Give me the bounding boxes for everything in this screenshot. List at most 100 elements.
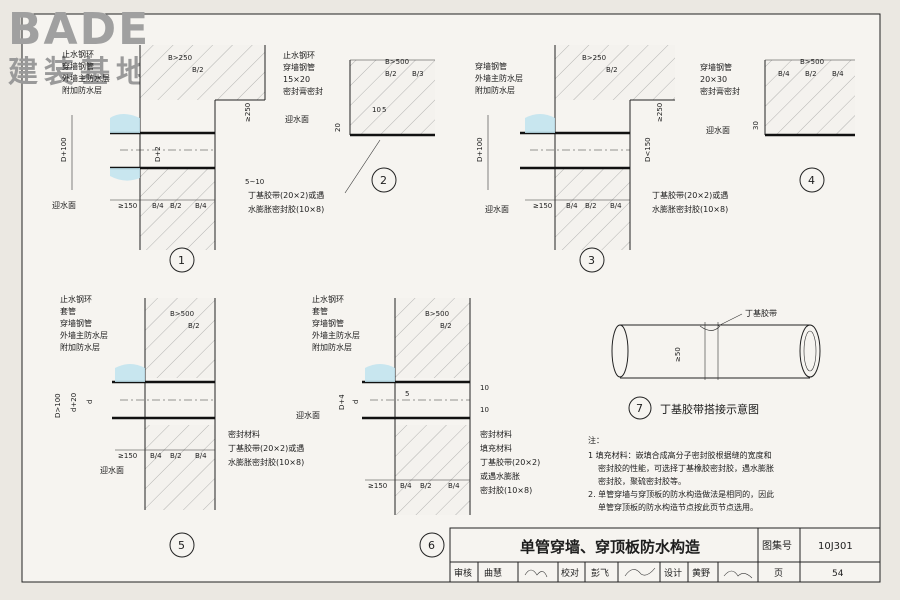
dim-6-ge150: ≥150: [368, 482, 387, 490]
detail-num-7: 7: [636, 402, 643, 415]
dim-2-b500: B>500: [385, 58, 409, 66]
detail-5: 止水钢环 套管 穿墙钢管 外墙主防水层 附加防水层 迎水面 B>500 B/2 …: [54, 294, 304, 558]
atlas-number: 10J301: [818, 541, 853, 552]
label-5-mifeng: 密封材料: [228, 429, 260, 439]
label-2-dingji1: 丁基胶带(20×2)或遇: [248, 190, 324, 200]
detail-4: 穿墙钢管 20×30 密封膏密封 迎水面 B>500 B/4 B/2 B/4 3…: [700, 58, 855, 193]
label-6-gang: 穿墙钢管: [312, 318, 344, 328]
label-7-dingji: 丁基胶带: [745, 308, 777, 318]
label-4-mifeng: 密封膏密封: [700, 86, 740, 96]
dim-6-b4a: B/4: [400, 482, 412, 490]
design-label: 设计: [664, 567, 682, 579]
dim-4-b4b: B/4: [832, 70, 844, 78]
dim-5-b2: B/2: [188, 322, 200, 330]
dim-1-b4a: B/4: [152, 202, 164, 210]
signature-design: [723, 570, 753, 579]
dim-1-ge150: ≥150: [118, 202, 137, 210]
dim-2-v20: 20: [334, 123, 342, 132]
label-3-gang: 穿墙钢管: [475, 61, 507, 71]
title-block: 单管穿墙、穿顶板防水构造 图集号 10J301 审核 曲慧 校对 彭飞 设计 黄…: [449, 527, 881, 583]
detail-num-5: 5: [178, 539, 185, 552]
dim-3-ge250: ≥250: [656, 103, 664, 122]
label-5-yingshui: 迎水面: [100, 465, 124, 475]
dim-5-d20: d+20: [70, 393, 78, 412]
label-6-taoguan: 套管: [312, 306, 328, 316]
notes-2a: 2. 单管穿墙与穿顶板的防水构造做法是相同的，因此: [588, 489, 774, 499]
label-2-yingshui: 迎水面: [285, 114, 309, 124]
detail-num-1: 1: [178, 254, 185, 267]
dim-6-v10b: 10: [480, 406, 489, 414]
notes-2b: 单管穿顶板的防水构造节点按此页节点选用。: [598, 502, 758, 512]
dim-1-b250: B>250: [168, 54, 192, 62]
dim-5-ge150: ≥150: [118, 452, 137, 460]
label-5-dingji2: 水膨胀密封胶(10×8): [228, 457, 304, 467]
logo-brand: BADE: [8, 4, 150, 55]
detail-2: 止水钢环 穿墙钢管 15×20 密封膏密封 迎水面 B>500 B/2 B/3 …: [248, 50, 435, 214]
detail-7: ≥50 丁基胶带 7 丁基胶带搭接示意图: [611, 308, 821, 420]
label-6-dingji-c: 密封胶(10×8): [480, 485, 532, 495]
label-3-dingji1: 丁基胶带(20×2)或遇: [652, 190, 728, 200]
dim-2-b3: B/3: [412, 70, 424, 78]
brand-logo: BADE 建装基地: [8, 4, 150, 90]
dim-3-b250: B>250: [582, 54, 606, 62]
dim-4-b4a: B/4: [778, 70, 790, 78]
dim-6-b4b: B/4: [448, 482, 460, 490]
dim-5-b4a: B/4: [150, 452, 162, 460]
page-label: 页: [774, 568, 783, 579]
label-5-dingji1: 丁基胶带(20×2)或遇: [228, 443, 304, 453]
label-5-gang: 穿墙钢管: [60, 318, 92, 328]
dim-3-d100: D+100: [476, 137, 484, 162]
label-6-mifeng: 密封材料: [480, 429, 512, 439]
dim-4-b2: B/2: [805, 70, 817, 78]
detail-num-4: 4: [808, 174, 815, 187]
notes-heading: 注：: [588, 435, 604, 445]
label-2-mifeng: 密封膏密封: [283, 86, 323, 96]
dim-1-b2b: B/2: [170, 202, 182, 210]
design-name: 黄野: [692, 567, 710, 579]
dim-1-d100: D+100: [60, 137, 68, 162]
notes-1b: 密封胶的性能，可选择丁基橡胶密封胶，遇水膨胀: [598, 463, 774, 473]
sheet-title: 单管穿墙、穿顶板防水构造: [520, 538, 700, 556]
label-6-dingji-a: 丁基胶带(20×2): [480, 457, 540, 467]
dim-3-b4b: B/4: [610, 202, 622, 210]
label-1-fujia: 附加防水层: [62, 85, 102, 95]
label-4-gang: 穿墙钢管: [700, 62, 732, 72]
label-1-zhishui: 止水钢环: [62, 49, 94, 59]
dim-5-d100: D>100: [54, 393, 62, 418]
label-5-waiqiang: 外墙主防水层: [60, 330, 108, 340]
dim-1-v5-10: 5~10: [245, 178, 264, 186]
page-number: 54: [832, 569, 844, 579]
label-6-tianchong: 填充材料: [480, 443, 512, 453]
dim-1-ge250: ≥250: [244, 103, 252, 122]
dim-2-v5: 5: [382, 106, 386, 114]
label-4-size: 20×30: [700, 75, 727, 84]
detail-6: 止水钢环 套管 穿墙钢管 外墙主防水层 附加防水层 迎水面 B>500 B/2 …: [296, 294, 540, 558]
label-2-gang: 穿墙钢管: [283, 62, 315, 72]
dim-4-b500: B>500: [800, 58, 824, 66]
label-6-dingji-b: 或遇水膨胀: [480, 471, 520, 481]
dim-5-b500: B>500: [170, 310, 194, 318]
label-3-waiqiang: 外墙主防水层: [475, 73, 523, 83]
dim-6-d: d: [352, 400, 360, 404]
label-2-size: 15×20: [283, 75, 310, 84]
label-6-yingshui: 迎水面: [296, 410, 320, 420]
review-name: 曲慧: [484, 567, 502, 579]
dim-6-d4: D+4: [338, 394, 346, 410]
dim-2-b2: B/2: [385, 70, 397, 78]
label-5-zhishui: 止水钢环: [60, 294, 92, 304]
dim-3-b4a: B/4: [566, 202, 578, 210]
dim-6-b2b: B/2: [420, 482, 432, 490]
review-label: 审核: [454, 567, 472, 579]
label-4-yingshui: 迎水面: [706, 125, 730, 135]
detail-num-2: 2: [380, 174, 387, 187]
dim-3-b2: B/2: [606, 66, 618, 74]
dim-1-b2: B/2: [192, 66, 204, 74]
check-name: 彭飞: [591, 567, 609, 579]
detail-3: 穿墙钢管 外墙主防水层 附加防水层 迎水面 B>250 B/2 ≥250 D+1…: [475, 45, 728, 273]
notes: 注： 1 填充材料：嵌填合成高分子密封胶根据缝的宽度和 密封胶的性能，可选择丁基…: [588, 435, 774, 512]
detail-7-caption: 丁基胶带搭接示意图: [660, 402, 759, 416]
label-1-waiqiang: 外墙主防水层: [62, 73, 110, 83]
signature-review: [524, 569, 548, 578]
label-3-dingji2: 水膨胀密封胶(10×8): [652, 204, 728, 214]
